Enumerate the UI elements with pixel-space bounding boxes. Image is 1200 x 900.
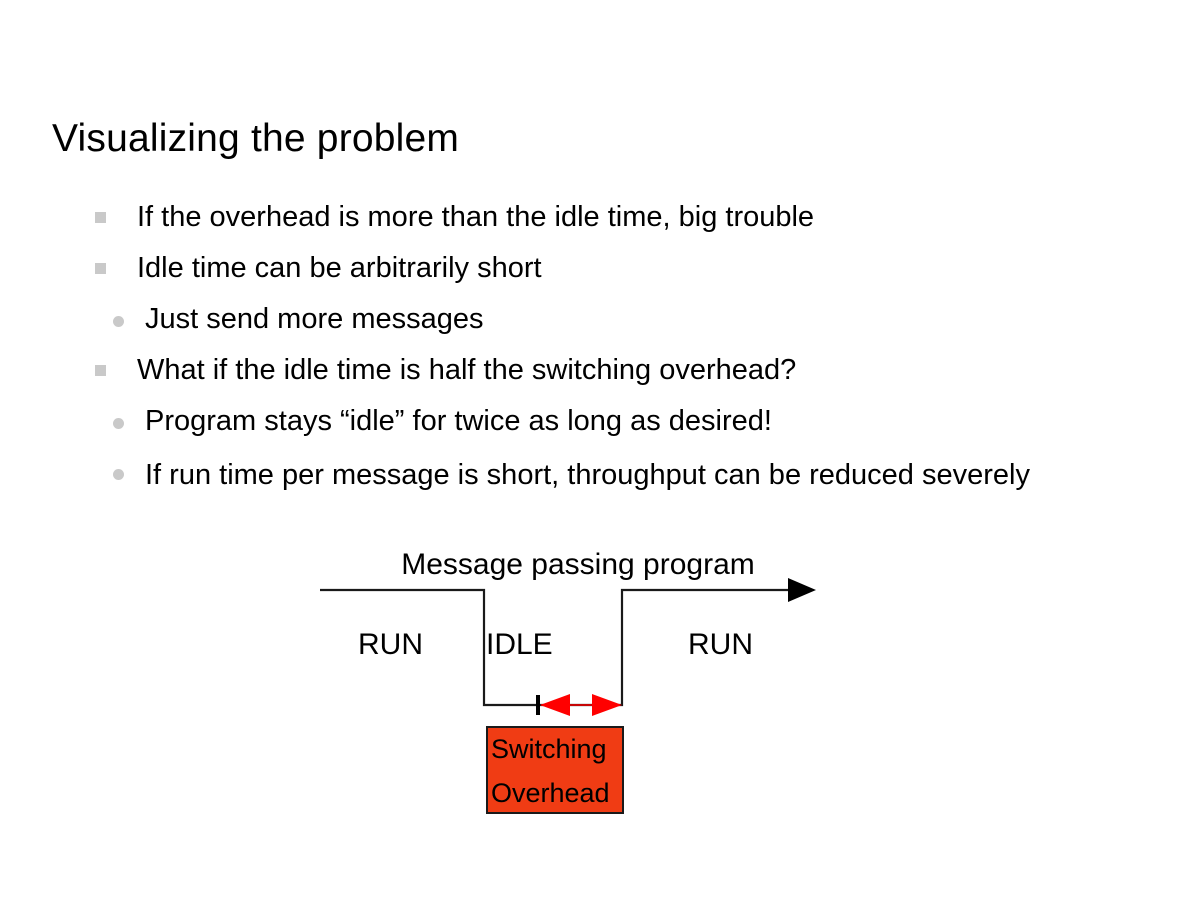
callout-box-switching-overhead: Switching Overhead [486,726,624,814]
list-item: Program stays “idle” for twice as long a… [0,396,1100,447]
disc-bullet-icon [113,469,124,480]
callout-box-line2: Overhead [491,778,610,808]
list-item: Idle time can be arbitrarily short [0,243,1100,294]
segment-label-run-left: RUN [358,628,423,661]
timeline-diagram: Message passing program RUN IDLE RUN [0,530,1200,830]
list-item-label: If the overhead is more than the idle ti… [137,201,815,233]
measure-arrowhead-right-icon [592,694,622,716]
list-item: If run time per message is short, throug… [0,447,1100,496]
list-item-label: Program stays “idle” for twice as long a… [145,405,772,437]
list-item-label: If run time per message is short, throug… [145,459,1030,491]
diagram-title: Message passing program [401,548,755,581]
measure-arrowhead-left-icon [540,694,570,716]
list-item: If the overhead is more than the idle ti… [0,192,1100,243]
square-bullet-icon [95,263,106,274]
square-bullet-icon [95,365,106,376]
callout-box-line1: Switching [491,734,607,764]
list-item: What if the idle time is half the switch… [0,345,1100,396]
segment-label-run-right: RUN [688,628,753,661]
callout-box-background [486,726,624,814]
timeline-arrowhead-icon [788,578,816,602]
square-bullet-icon [95,212,106,223]
list-item-label: Just send more messages [145,303,484,335]
disc-bullet-icon [113,316,124,327]
segment-label-idle: IDLE [486,628,553,661]
list-item-label: What if the idle time is half the switch… [137,354,797,386]
page-title: Visualizing the problem [52,117,460,160]
list-item: Just send more messages [0,294,1100,345]
list-item-label: Idle time can be arbitrarily short [137,252,542,284]
bullet-list: If the overhead is more than the idle ti… [0,192,1100,496]
switching-overhead-measure-arrow [536,694,622,716]
disc-bullet-icon [113,418,124,429]
